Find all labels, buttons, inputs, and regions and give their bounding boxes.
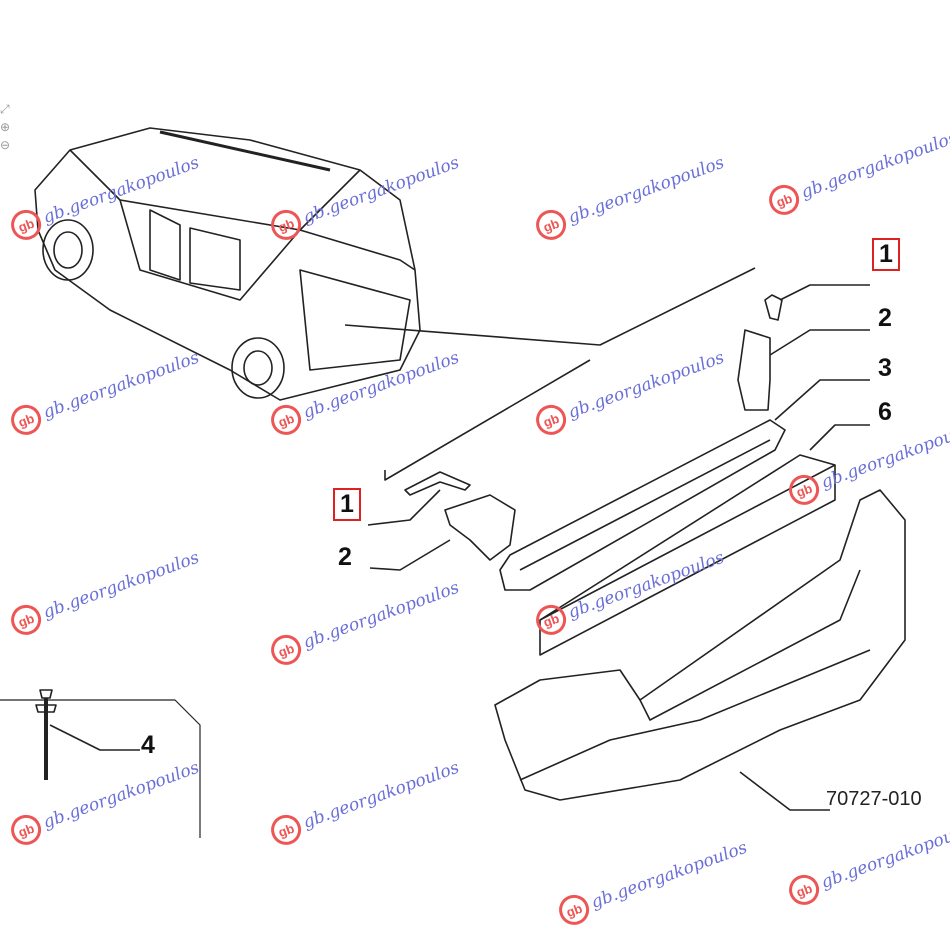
bolt-illustration: [35, 689, 57, 780]
callout-3[interactable]: 3: [878, 354, 892, 382]
callout-4[interactable]: 4: [141, 731, 155, 759]
callout-2-top[interactable]: 2: [878, 304, 892, 332]
zoom-out-icon[interactable]: ⊖: [0, 138, 11, 152]
fit-icon[interactable]: ⤢: [0, 102, 10, 116]
diagram-code: 70727-010: [826, 788, 922, 810]
zoom-in-icon[interactable]: ⊕: [0, 120, 11, 134]
callout-6[interactable]: 6: [878, 398, 892, 426]
callout-2-mid[interactable]: 2: [338, 543, 352, 571]
callout-1-top[interactable]: 1: [872, 238, 900, 271]
car-illustration: [34, 127, 421, 401]
callout-1-mid[interactable]: 1: [333, 488, 361, 521]
viewer-tools: ⤢ ⊕ ⊖: [0, 100, 10, 154]
